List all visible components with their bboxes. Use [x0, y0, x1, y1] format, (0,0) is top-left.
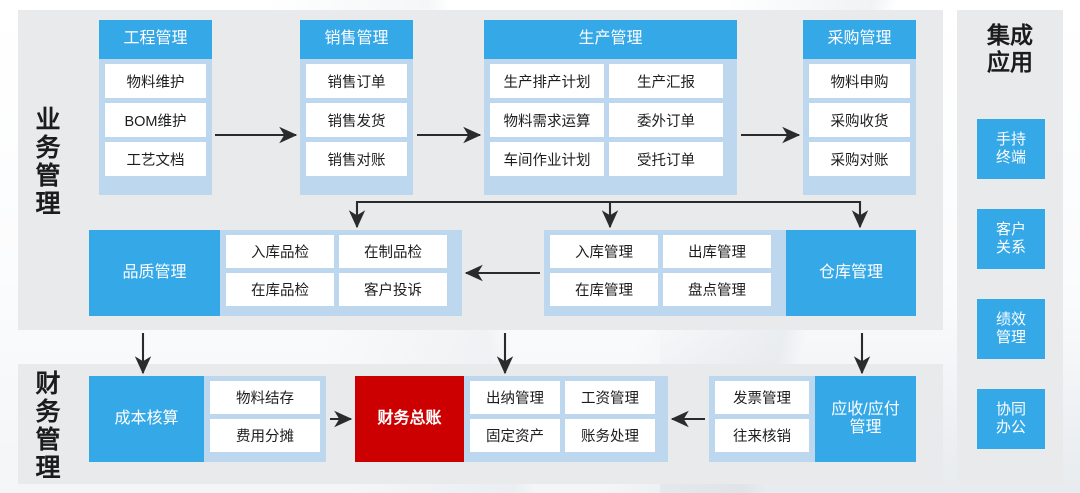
module-item[interactable]: 发票管理: [715, 381, 809, 414]
business-management-title: 业务管理: [32, 106, 60, 218]
module-group-production: 生产管理 生产排产计划 生产汇报 物料需求运算 委外订单 车间作业计划 受托订单: [484, 20, 737, 195]
module-item[interactable]: 物料维护: [105, 64, 206, 98]
module-header-quality[interactable]: 品质管理: [89, 230, 220, 316]
module-header-sales[interactable]: 销售管理: [300, 20, 413, 59]
module-group-quality: 品质管理 入库品检 在制品检 在库品检 客户投诉: [89, 230, 462, 316]
module-item[interactable]: 物料申购: [809, 64, 910, 98]
module-item[interactable]: 销售对账: [306, 142, 407, 176]
module-header-purchasing[interactable]: 采购管理: [803, 20, 916, 59]
module-item[interactable]: 工资管理: [565, 381, 655, 414]
module-item[interactable]: 客户投诉: [339, 273, 447, 306]
module-item[interactable]: 出纳管理: [470, 381, 560, 414]
module-item[interactable]: 物料结存: [210, 381, 320, 414]
module-item[interactable]: 账务处理: [565, 419, 655, 452]
module-item[interactable]: 物料需求运算: [490, 103, 604, 137]
module-group-warehouse: 入库管理 出库管理 在库管理 盘点管理 仓库管理: [544, 230, 916, 316]
module-item[interactable]: 固定资产: [470, 419, 560, 452]
integrated-card-collaborative-office[interactable]: 协同 办公: [977, 389, 1045, 449]
module-group-engineering: 工程管理 物料维护 BOM维护 工艺文档: [99, 20, 212, 195]
module-item[interactable]: 入库品检: [226, 235, 334, 268]
module-item[interactable]: 盘点管理: [663, 273, 771, 306]
module-item[interactable]: 车间作业计划: [490, 142, 604, 176]
integrated-card-handheld-terminal[interactable]: 手持 终端: [977, 119, 1045, 179]
module-group-general-ledger: 财务总账 出纳管理 工资管理 固定资产 账务处理: [355, 376, 668, 462]
module-item[interactable]: 销售订单: [306, 64, 407, 98]
module-item[interactable]: 采购对账: [809, 142, 910, 176]
module-item[interactable]: 工艺文档: [105, 142, 206, 176]
module-header-production[interactable]: 生产管理: [484, 20, 737, 59]
module-item[interactable]: 采购收货: [809, 103, 910, 137]
module-item[interactable]: 在库管理: [550, 273, 658, 306]
module-item[interactable]: 委外订单: [609, 103, 723, 137]
integrated-card-customer-relations[interactable]: 客户 关系: [977, 209, 1045, 269]
module-item[interactable]: 销售发货: [306, 103, 407, 137]
module-item[interactable]: 往来核销: [715, 419, 809, 452]
module-item[interactable]: 费用分摊: [210, 419, 320, 452]
module-group-purchasing: 采购管理 物料申购 采购收货 采购对账: [803, 20, 916, 195]
module-item[interactable]: 在库品检: [226, 273, 334, 306]
module-item[interactable]: BOM维护: [105, 103, 206, 137]
module-header-warehouse[interactable]: 仓库管理: [786, 230, 916, 316]
module-item[interactable]: 生产汇报: [609, 64, 723, 98]
module-item[interactable]: 在制品检: [339, 235, 447, 268]
module-group-cost-accounting: 成本核算 物料结存 费用分摊: [89, 376, 326, 462]
module-header-cost-accounting[interactable]: 成本核算: [89, 376, 204, 462]
integrated-card-performance-management[interactable]: 绩效 管理: [977, 299, 1045, 359]
module-item[interactable]: 出库管理: [663, 235, 771, 268]
finance-management-title: 财务管理: [32, 370, 60, 482]
module-header-receivable-payable[interactable]: 应收/应付 管理: [815, 376, 916, 462]
module-group-sales: 销售管理 销售订单 销售发货 销售对账: [300, 20, 413, 195]
module-header-general-ledger[interactable]: 财务总账: [355, 376, 464, 462]
module-item[interactable]: 生产排产计划: [490, 64, 604, 98]
module-item[interactable]: 入库管理: [550, 235, 658, 268]
integrated-applications-title: 集成 应用: [987, 22, 1033, 76]
module-group-receivable-payable: 发票管理 往来核销 应收/应付 管理: [709, 376, 916, 462]
module-item[interactable]: 受托订单: [609, 142, 723, 176]
module-header-engineering[interactable]: 工程管理: [99, 20, 212, 59]
